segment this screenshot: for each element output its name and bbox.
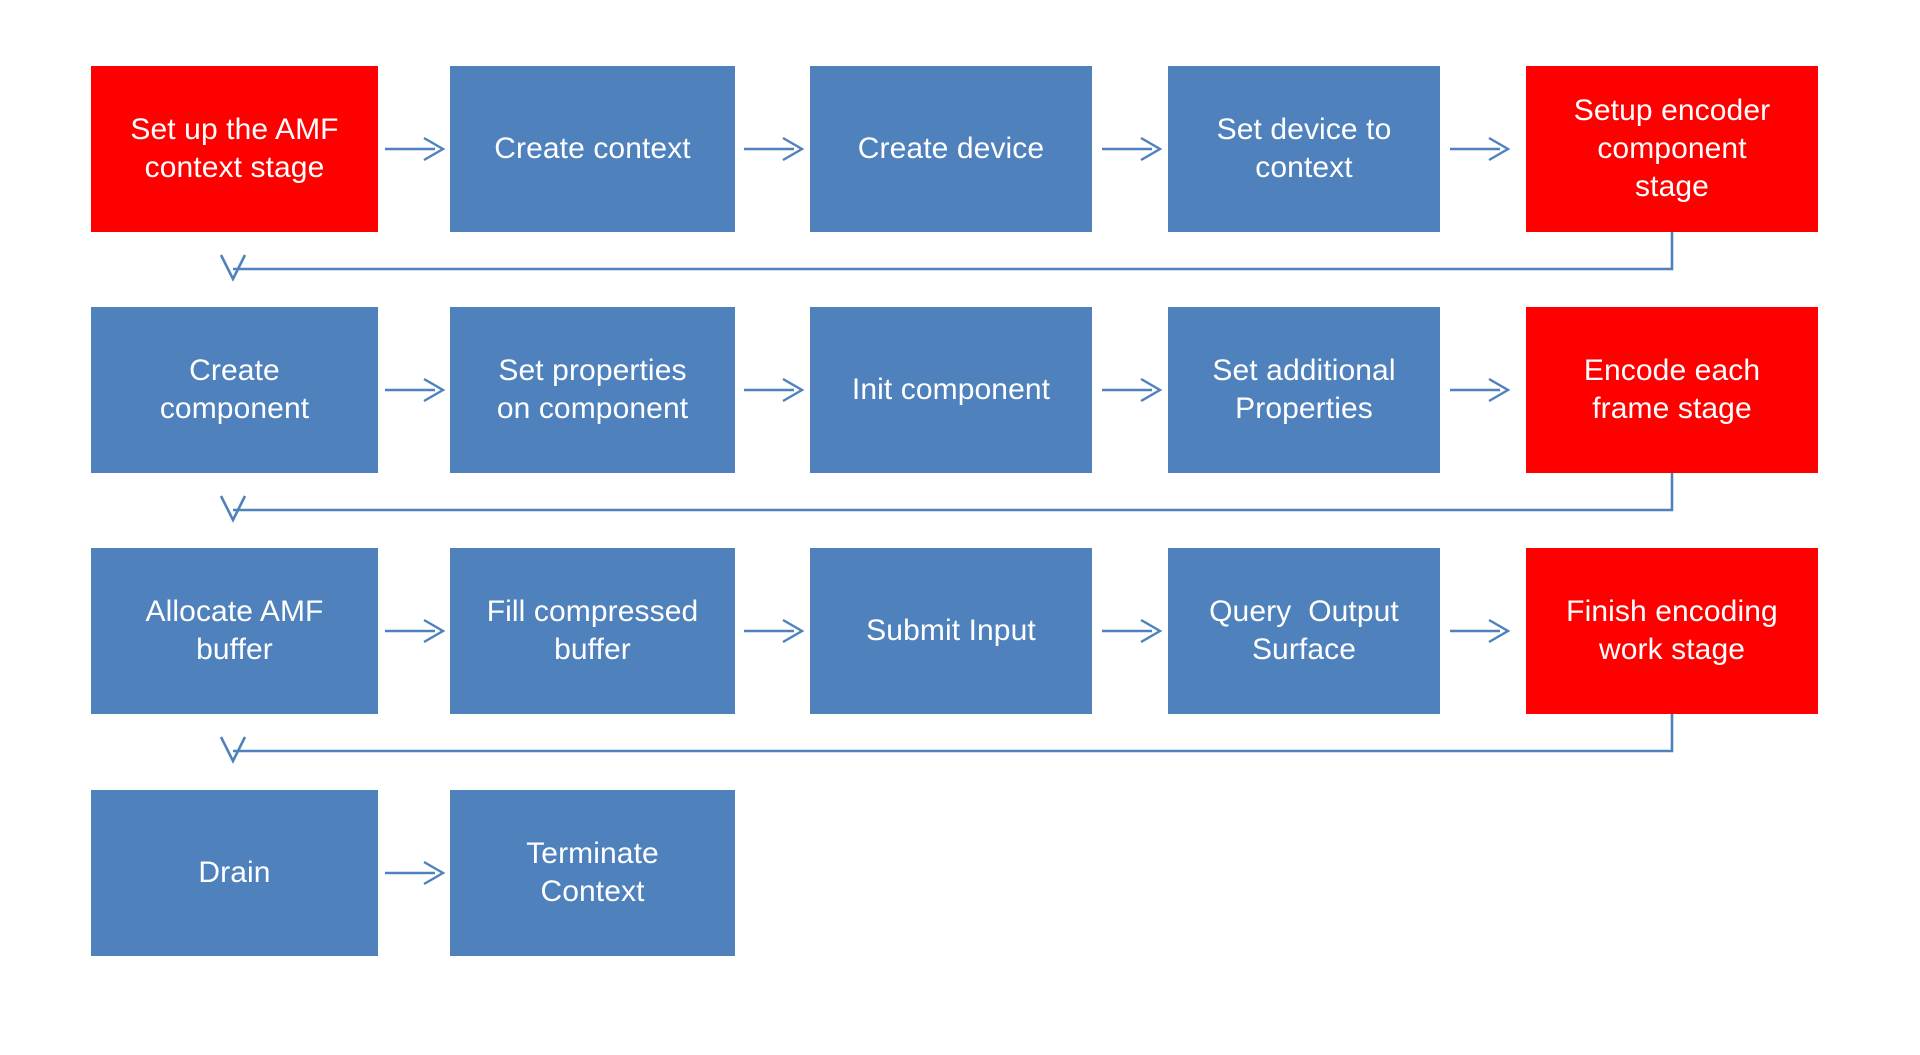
arrow-right-icon <box>744 377 805 403</box>
flow-node-label: Create component <box>159 354 310 425</box>
flow-node-label: Submit Input <box>866 614 1036 648</box>
flow-node-n11[interactable]: Allocate AMF buffer <box>91 548 378 714</box>
flow-node-label: Set additional Properties <box>1212 354 1396 425</box>
flow-node-label: Set properties on component <box>496 354 689 425</box>
flow-node-n13[interactable]: Submit Input <box>810 548 1092 714</box>
arrow-right-icon <box>1450 377 1511 403</box>
flow-node-n16[interactable]: Drain <box>91 790 378 956</box>
flow-node-n15[interactable]: Finish encoding work stage <box>1526 548 1818 714</box>
flow-node-label: Fill compressed buffer <box>486 595 699 666</box>
arrow-down-wrap-icon <box>219 714 1674 764</box>
arrow-right-icon <box>1102 618 1163 644</box>
flow-node-n1[interactable]: Set up the AMF context stage <box>91 66 378 232</box>
arrow-right-icon <box>1102 136 1163 162</box>
flow-node-label: Set device to context <box>1216 113 1392 184</box>
flow-node-label: Terminate Context <box>526 837 659 908</box>
flow-node-n9[interactable]: Set additional Properties <box>1168 307 1440 473</box>
arrow-right-icon <box>385 860 446 886</box>
flow-node-n17[interactable]: Terminate Context <box>450 790 735 956</box>
flow-node-label: Query Output Surface <box>1209 595 1399 666</box>
arrow-right-icon <box>744 136 805 162</box>
flow-node-label: Finish encoding work stage <box>1566 595 1778 666</box>
flow-node-n5[interactable]: Setup encoder component stage <box>1526 66 1818 232</box>
flow-node-n10[interactable]: Encode each frame stage <box>1526 307 1818 473</box>
arrow-right-icon <box>1450 136 1511 162</box>
arrow-down-wrap-icon <box>219 232 1674 282</box>
flow-node-n6[interactable]: Create component <box>91 307 378 473</box>
flow-node-label: Setup encoder component stage <box>1573 94 1771 203</box>
arrow-right-icon <box>385 136 446 162</box>
flow-node-n3[interactable]: Create device <box>810 66 1092 232</box>
arrow-right-icon <box>1450 618 1511 644</box>
arrow-right-icon <box>385 377 446 403</box>
flow-node-label: Encode each frame stage <box>1583 354 1761 425</box>
flow-node-label: Allocate AMF buffer <box>145 595 324 666</box>
flow-node-label: Set up the AMF context stage <box>130 113 339 184</box>
flow-node-n2[interactable]: Create context <box>450 66 735 232</box>
arrow-down-wrap-icon <box>219 473 1674 523</box>
flow-node-n12[interactable]: Fill compressed buffer <box>450 548 735 714</box>
flow-node-n4[interactable]: Set device to context <box>1168 66 1440 232</box>
arrow-right-icon <box>385 618 446 644</box>
flow-node-n8[interactable]: Init component <box>810 307 1092 473</box>
flow-node-label: Create device <box>857 132 1045 166</box>
flow-node-label: Create context <box>494 132 691 166</box>
arrow-right-icon <box>744 618 805 644</box>
flow-node-n14[interactable]: Query Output Surface <box>1168 548 1440 714</box>
flow-node-n7[interactable]: Set properties on component <box>450 307 735 473</box>
flow-node-label: Init component <box>851 373 1051 407</box>
flow-node-label: Drain <box>198 856 271 890</box>
arrow-right-icon <box>1102 377 1163 403</box>
